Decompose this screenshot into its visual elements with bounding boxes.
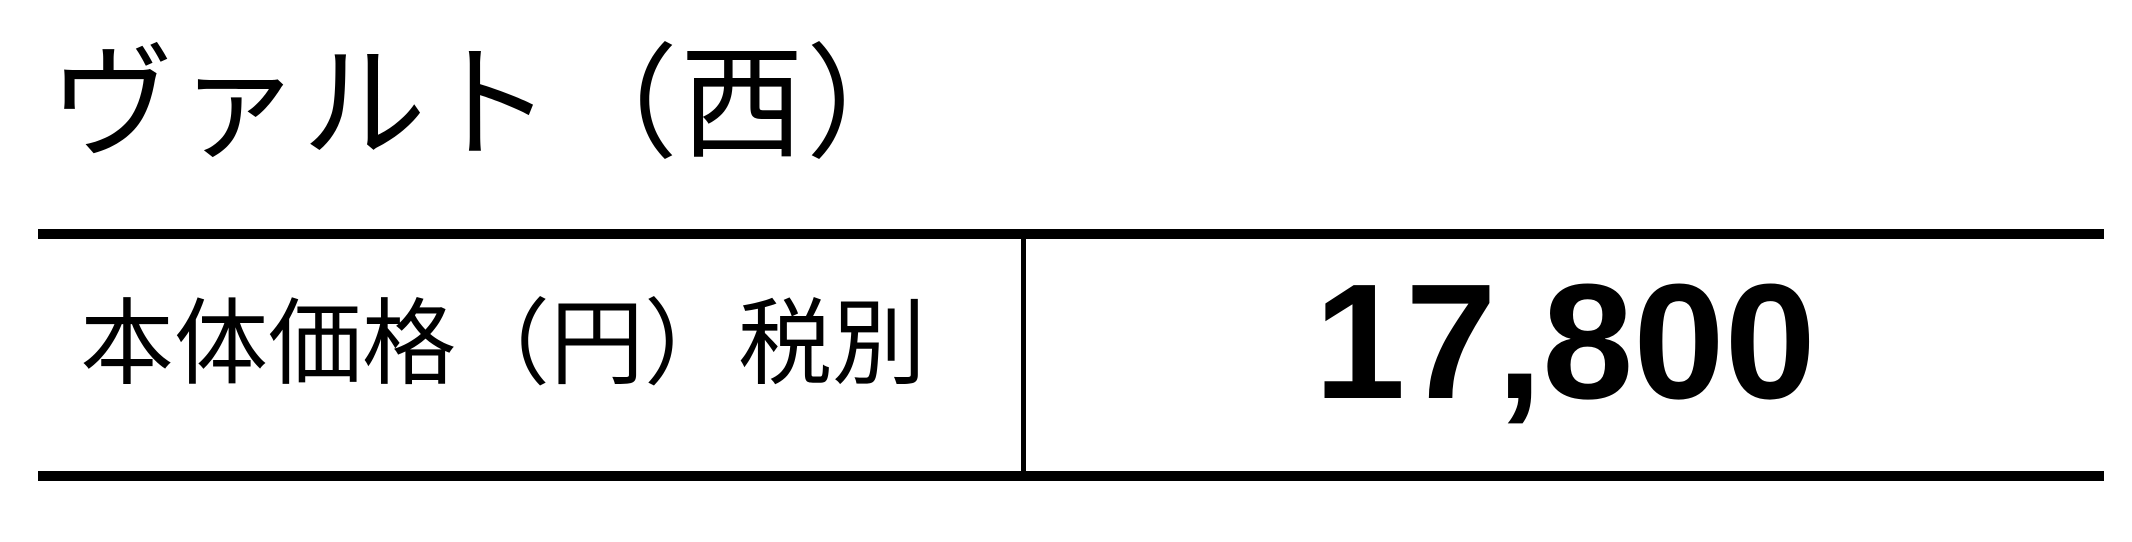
table-top-rule [38,229,2104,239]
price-value: 17,800 [1314,250,1816,433]
table-bottom-rule [38,471,2104,481]
column-divider [1021,239,1026,471]
price-label: 本体価格（円）税別 [80,290,927,399]
product-title: ヴァルト（西） [50,33,933,177]
